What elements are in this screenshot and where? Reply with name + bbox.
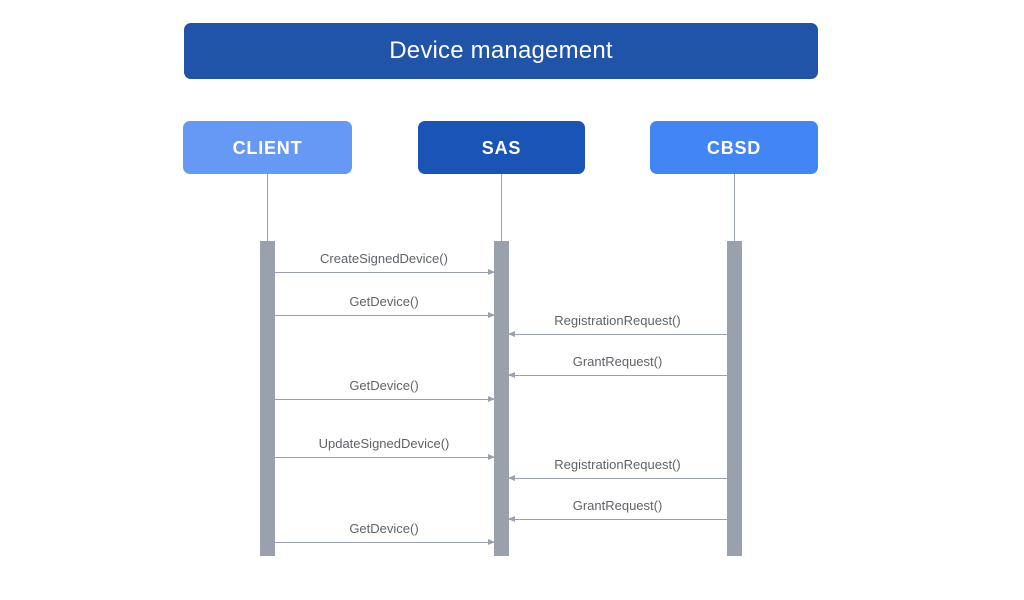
arrowhead-icon — [507, 371, 515, 378]
activation-bar-client[interactable] — [259, 241, 275, 556]
message-label: GetDevice() — [349, 377, 419, 393]
participant-label-sas: SAS — [481, 137, 522, 158]
arrowhead-icon — [507, 474, 515, 481]
participant-header-cbsd[interactable]: CBSD — [650, 121, 818, 174]
message-line — [508, 334, 727, 335]
message-line — [508, 478, 727, 479]
message-line — [508, 519, 727, 520]
message-line — [274, 457, 494, 458]
message-label: UpdateSignedDevice() — [318, 435, 450, 451]
message-label: CreateSignedDevice() — [320, 250, 448, 266]
activation-bar-sas[interactable] — [493, 241, 509, 556]
message-label: RegistrationRequest() — [554, 312, 681, 328]
participant-label-cbsd: CBSD — [706, 137, 762, 158]
page-title: Device management — [389, 37, 613, 64]
activation-bar-cbsd[interactable] — [726, 241, 742, 556]
message-line — [274, 399, 494, 400]
message-label: RegistrationRequest() — [554, 456, 681, 472]
message-label: GetDevice() — [349, 520, 419, 536]
message-line — [274, 542, 494, 543]
lifeline-client — [267, 174, 268, 241]
arrowhead-icon — [487, 395, 495, 402]
participant-label-client: CLIENT — [232, 137, 303, 158]
participant-header-client[interactable]: CLIENT — [183, 121, 352, 174]
lifeline-sas — [501, 174, 502, 241]
arrowhead-icon — [487, 268, 495, 275]
message-label: GrantRequest() — [572, 497, 663, 513]
arrowhead-icon — [487, 453, 495, 460]
message-label: GetDevice() — [349, 293, 419, 309]
participant-header-sas[interactable]: SAS — [418, 121, 585, 174]
arrowhead-icon — [487, 311, 495, 318]
arrowhead-icon — [487, 538, 495, 545]
message-line — [508, 375, 727, 376]
message-line — [274, 272, 494, 273]
message-label: GrantRequest() — [572, 353, 663, 369]
arrowhead-icon — [507, 515, 515, 522]
diagram-title-banner: Device management — [184, 23, 818, 79]
message-line — [274, 315, 494, 316]
arrowhead-icon — [507, 330, 515, 337]
lifeline-cbsd — [734, 174, 735, 241]
